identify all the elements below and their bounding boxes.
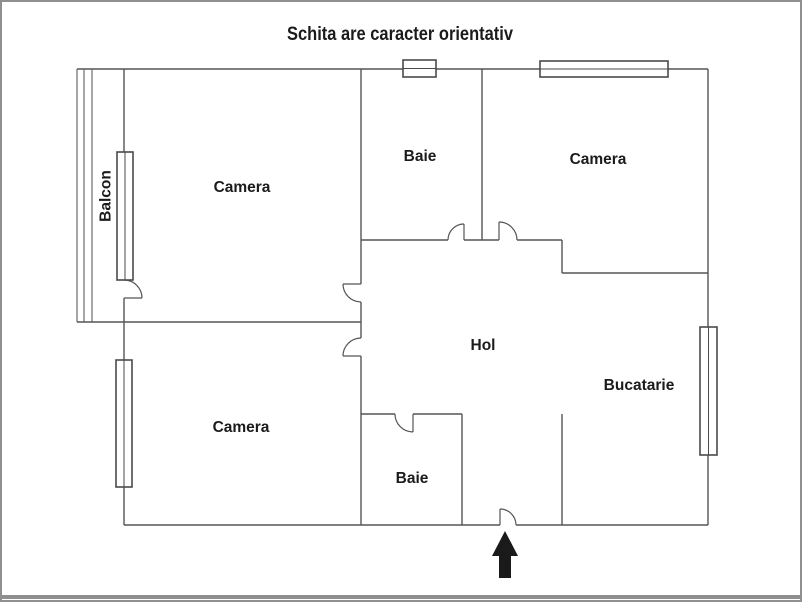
room-label-bucatarie: Bucatarie (604, 377, 675, 394)
baie-bottom-door (394, 413, 414, 433)
baie-top-window (402, 59, 437, 78)
entrance-door (499, 508, 517, 526)
outer-walls (77, 68, 709, 526)
balcony-door (123, 279, 143, 299)
room-label-hol: Hol (471, 337, 496, 354)
camera-top-right-door (498, 221, 518, 241)
room-label-camera-top-left: Camera (214, 179, 271, 196)
camera-bottom-left-door (342, 337, 362, 357)
room-labels: Balcon Camera Baie Camera Hol Bucatarie … (98, 148, 675, 487)
balcony-railing (76, 69, 93, 322)
doors-group (123, 221, 518, 526)
bucatarie-window (699, 326, 718, 456)
room-label-baie-bottom: Baie (396, 470, 429, 487)
interior-walls (360, 69, 708, 525)
entrance-arrow (492, 531, 518, 578)
camera-top-left-door (342, 283, 362, 303)
room-label-balcon: Balcon (98, 170, 115, 222)
balcony-window (116, 151, 134, 281)
camera-bottom-left-window (115, 359, 133, 488)
camera-top-right-window (539, 60, 669, 78)
room-label-baie-top: Baie (404, 148, 437, 165)
room-label-camera-top-right: Camera (570, 151, 627, 168)
baie-top-door (447, 223, 465, 241)
plan-title: Schita are caracter orientativ (287, 24, 513, 45)
windows-group (115, 59, 718, 488)
walls-group (76, 68, 709, 526)
room-label-camera-bottom-left: Camera (213, 419, 270, 436)
